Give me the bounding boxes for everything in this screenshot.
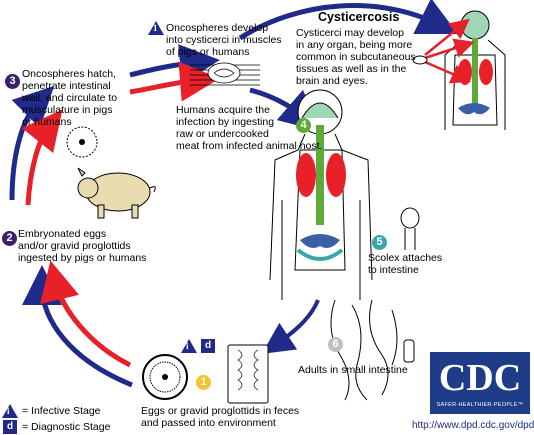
- pig-illustration: [77, 167, 156, 219]
- infective-stage-icon-eggs: i: [181, 339, 197, 353]
- step-6-badge: 6: [328, 337, 343, 352]
- arrow-hatch-to-cysticerci-red: [129, 61, 220, 102]
- step-1-badge: 1: [196, 375, 211, 390]
- eye-cyst-illustration: [412, 55, 428, 65]
- step-2-text: Embryonated eggs and/or gravid proglotti…: [18, 228, 147, 264]
- adult-tapeworm-illustration: [330, 299, 415, 401]
- human-figure-cysticercosis: [444, 10, 506, 130]
- step-6-text: Adults in small intestine: [298, 364, 408, 376]
- scolex-illustration: [400, 207, 420, 250]
- step-4-text: Humans acquire the infection by ingestin…: [176, 104, 323, 152]
- step-4-badge: 4: [296, 118, 311, 133]
- legend-infective-label: = Infective Stage: [22, 405, 101, 417]
- arrow-ingestion-to-hatch-red: [21, 109, 63, 206]
- step-2-badge: 2: [2, 231, 17, 246]
- step-5-text: Scolex attaches to intestine: [368, 252, 443, 276]
- cdc-logo: CDC SAFER·HEALTHIER·PEOPLE™: [430, 352, 530, 414]
- step-1-text: Eggs or gravid proglottids in feces and …: [141, 405, 300, 429]
- cysticercosis-text: Cysticerci may develop in any organ, bei…: [296, 27, 416, 87]
- cdc-logo-text: CDC: [438, 357, 522, 399]
- cysticercus-muscle-illustration: [190, 62, 260, 86]
- arrow-intestine-to-feces: [261, 299, 320, 354]
- step-3-text: Oncospheres hatch, penetrate intestinal …: [22, 68, 118, 128]
- legend-diagnostic-icon: d: [3, 420, 17, 434]
- step-3-badge: 3: [5, 74, 20, 89]
- oncosphere-illustration: [66, 126, 98, 158]
- arrow-eggs-to-ingestion-red: [40, 260, 132, 368]
- diagnostic-stage-icon-eggs: d: [201, 339, 215, 353]
- egg-illustration: [142, 354, 188, 400]
- source-url[interactable]: http://www.dpd.cdc.gov/dpdx: [412, 420, 534, 431]
- arrow-cysticerci-to-cysticercosis: [238, 0, 458, 41]
- cysticerci-text: Oncospheres develop into cysticerci in m…: [166, 22, 282, 58]
- legend-infective-icon: i: [2, 404, 18, 418]
- infective-stage-icon-cysticerci: 1: [148, 21, 164, 35]
- legend-diagnostic-label: = Diagnostic Stage: [22, 421, 111, 433]
- arrow-hatch-to-cysticerci-blue: [129, 44, 220, 84]
- step-5-badge: 5: [372, 235, 387, 250]
- proglottid-illustration: [227, 344, 269, 404]
- cdc-logo-tagline: SAFER·HEALTHIER·PEOPLE™: [436, 402, 524, 408]
- arrow-ingestion-to-hatch-blue: [9, 85, 55, 201]
- red-dissemination-arrows: [424, 18, 475, 84]
- cysticercosis-title: Cysticercosis: [318, 10, 400, 24]
